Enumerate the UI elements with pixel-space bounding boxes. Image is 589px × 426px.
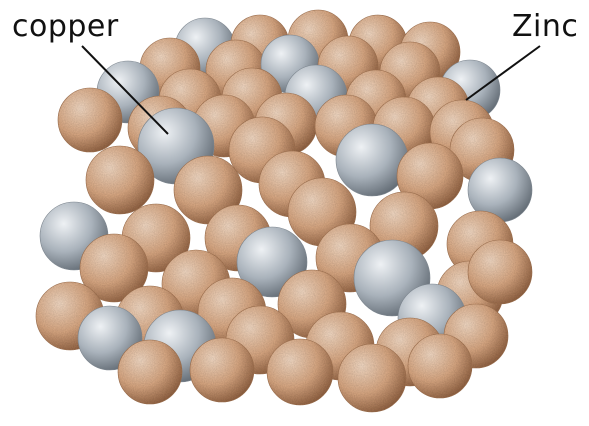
- zinc-label: Zinc: [512, 9, 578, 44]
- copper-atom: [58, 88, 122, 152]
- copper-atom: [190, 338, 254, 402]
- atom-cluster: [36, 10, 532, 412]
- copper-atom: [267, 339, 333, 405]
- copper-atom: [338, 344, 406, 412]
- zinc-atom: [336, 124, 408, 196]
- copper-atom: [468, 240, 532, 304]
- copper-atom: [86, 146, 154, 214]
- copper-label: copper: [12, 9, 119, 44]
- copper-atom: [408, 334, 472, 398]
- copper-atom: [118, 340, 182, 404]
